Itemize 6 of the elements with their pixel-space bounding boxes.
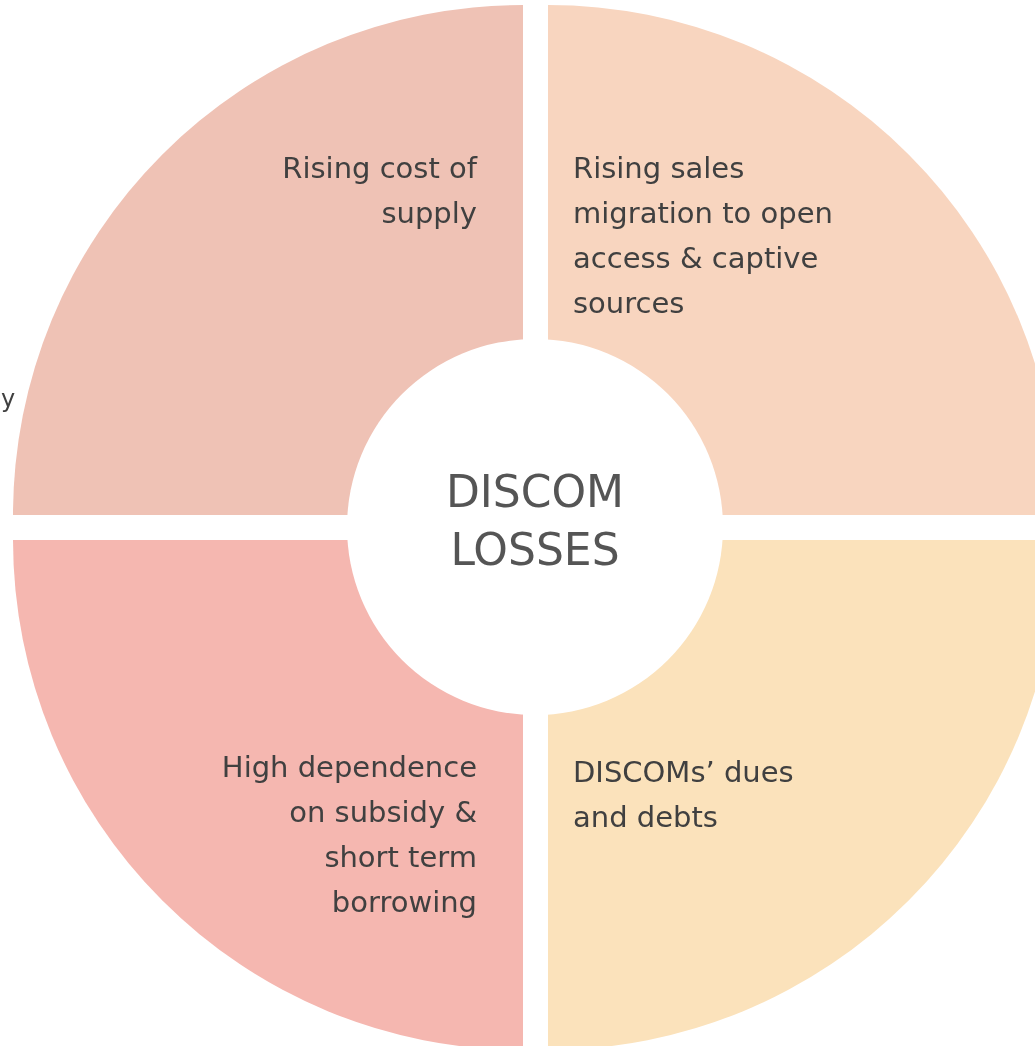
segment-label: DISCOMs’ dues and debts <box>573 754 795 836</box>
cut-off-text: y <box>1 384 16 414</box>
segment-label: Rising sales migration to open access & captive sources <box>573 150 834 322</box>
segment-label: Rising cost of supply <box>281 150 477 232</box>
segment-label: High dependence on subsidy & short term borrowing <box>220 749 477 921</box>
center-title: DISCOM LOSSES <box>444 465 626 577</box>
